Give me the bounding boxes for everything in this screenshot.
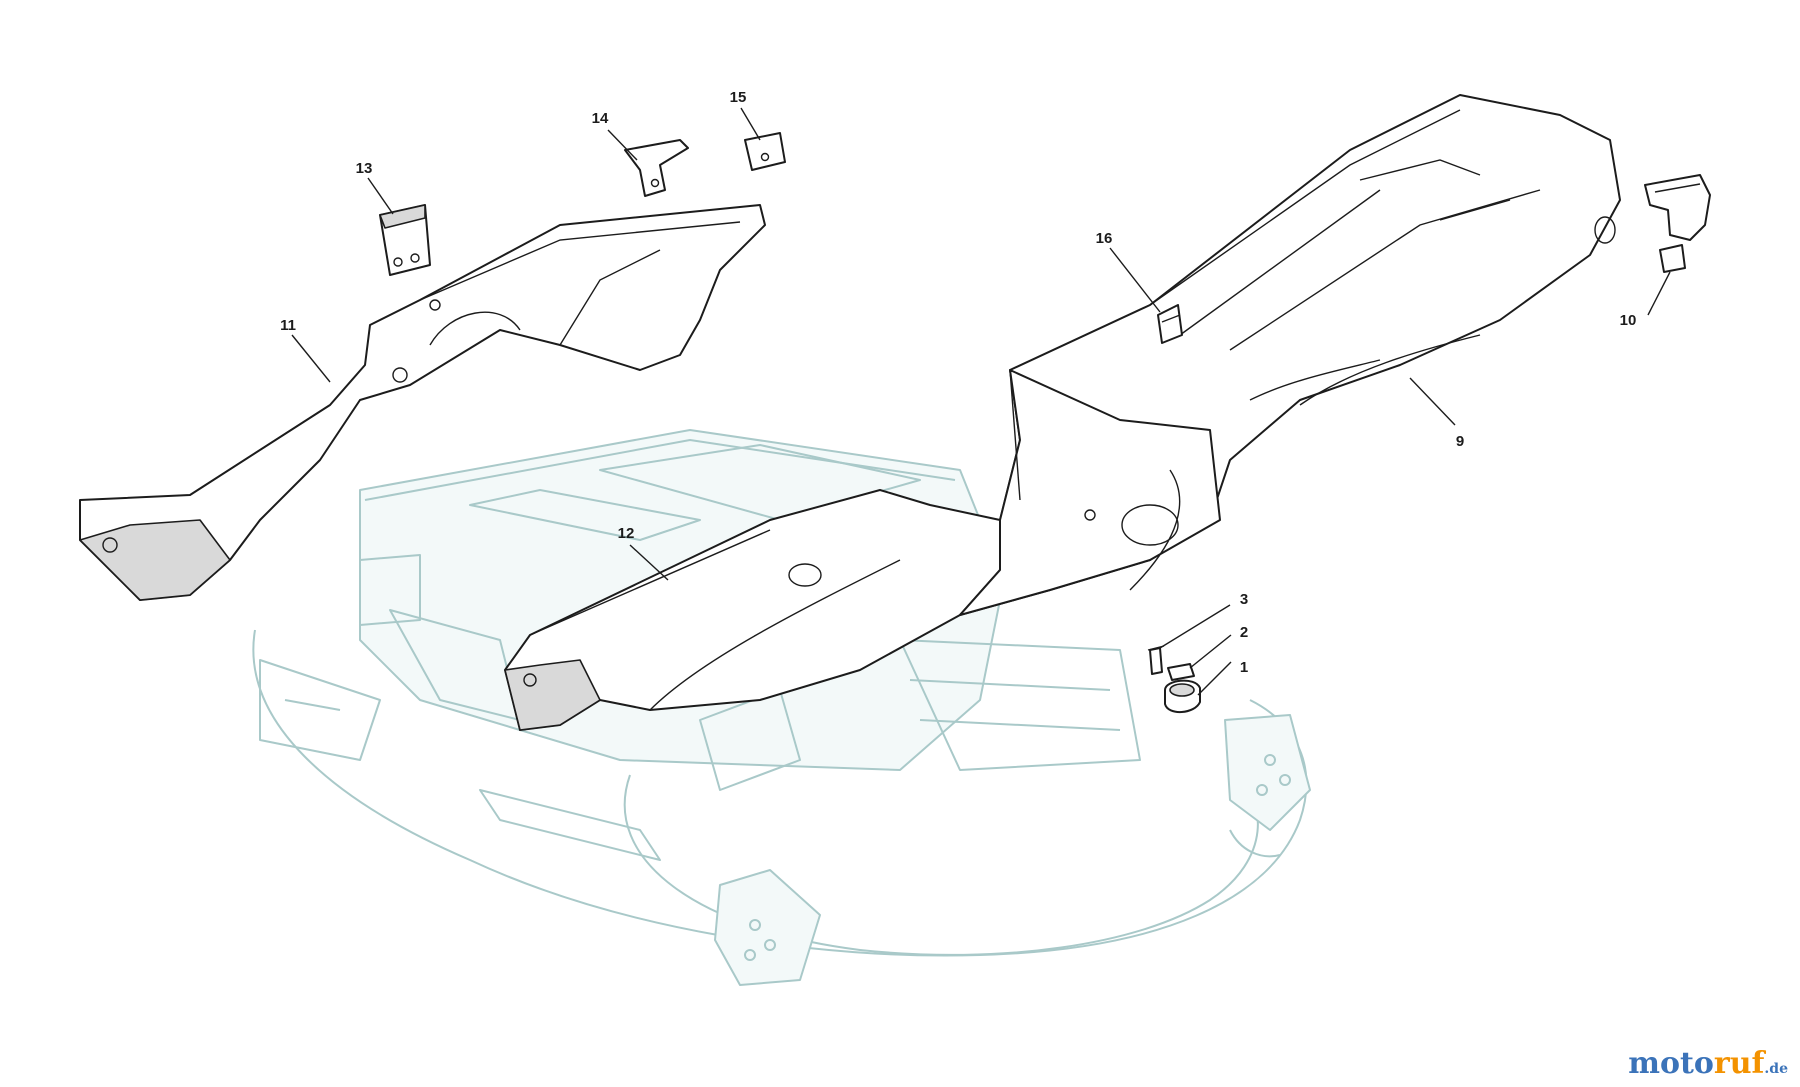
- callout-3: 3: [1240, 591, 1248, 608]
- watermark-part-2: ruf: [1713, 1046, 1765, 1081]
- leader-lines: [291, 107, 1671, 696]
- callout-9: 9: [1456, 433, 1464, 450]
- part-1-2-3-fasteners: [1147, 645, 1201, 713]
- watermark-part-3: .de: [1764, 1061, 1788, 1077]
- part-10-latch: [1644, 174, 1711, 273]
- part-15-clip: [744, 132, 786, 171]
- callout-16: 16: [1096, 230, 1113, 247]
- part-9-main-duct: [959, 94, 1621, 616]
- callout-1: 1: [1240, 659, 1248, 676]
- part-13-clip: [379, 204, 431, 276]
- callout-13: 13: [356, 160, 373, 177]
- part-14-bracket: [624, 139, 689, 197]
- motoruf-watermark-logo: motoruf.de: [1628, 1049, 1788, 1079]
- part-16-clip: [1157, 304, 1183, 344]
- part-12-center-chute: [504, 489, 1001, 731]
- callout-10: 10: [1620, 312, 1637, 329]
- callout-11: 11: [280, 317, 296, 334]
- callout-14: 14: [592, 110, 609, 127]
- callout-2: 2: [1240, 624, 1248, 641]
- part-11-left-chute: [79, 204, 766, 601]
- callout-labels: 1 2 3 9 10 11 12 13 14 15 16: [280, 89, 1636, 676]
- callout-12: 12: [618, 525, 635, 542]
- callout-15: 15: [730, 89, 747, 106]
- watermark-part-1: moto: [1628, 1046, 1714, 1081]
